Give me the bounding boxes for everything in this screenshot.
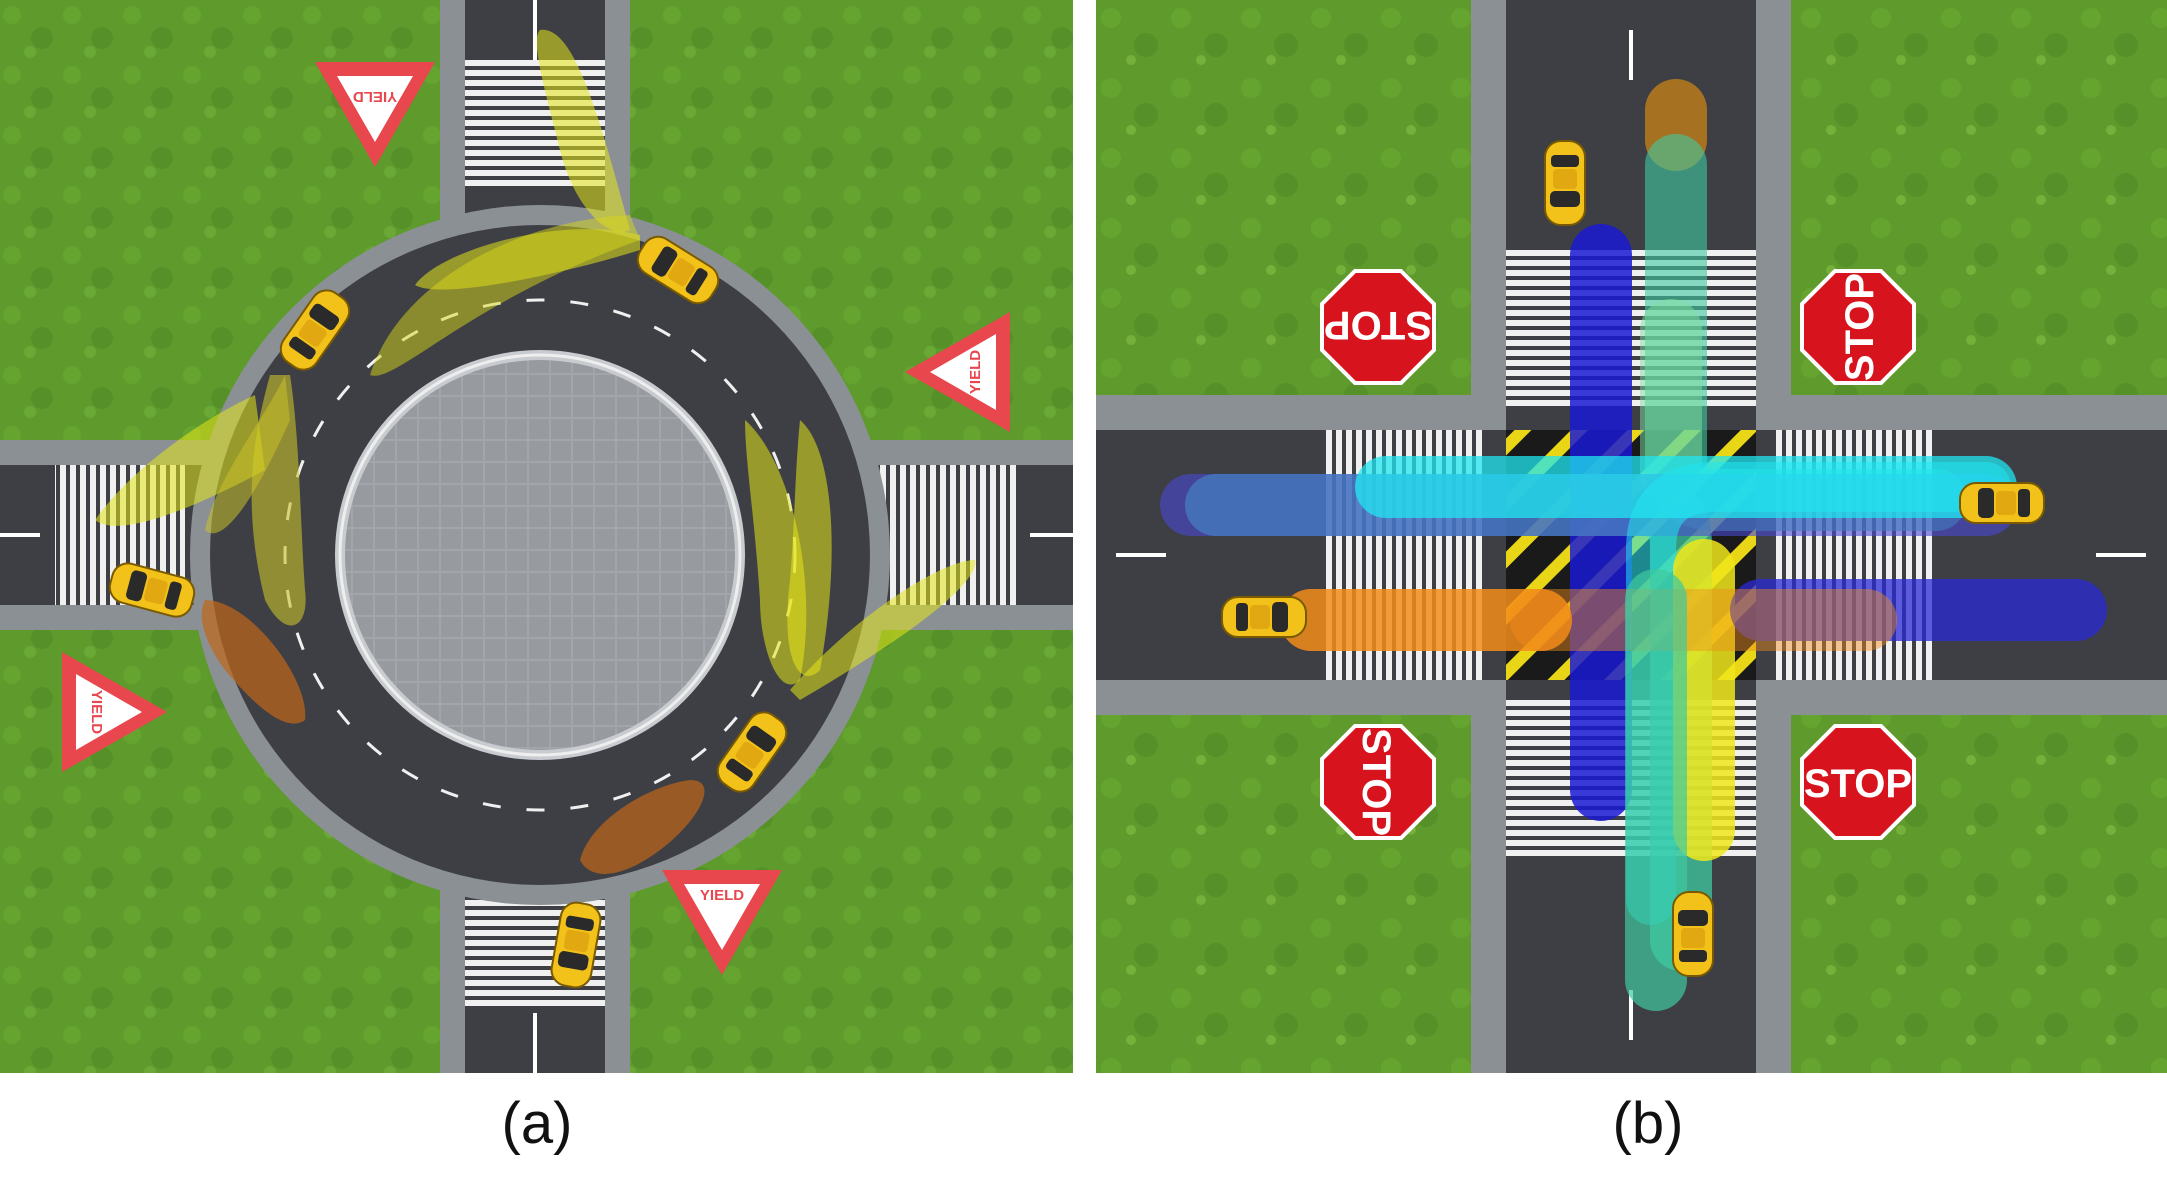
car-north [1544, 140, 1586, 226]
yield-sign-top-label: YIELD [353, 88, 397, 105]
stop-sign-top-right: STOP [1800, 269, 1916, 385]
intersection-scene: STOP STOP STOP STOP [1096, 0, 2167, 1073]
yield-sign-right: YIELD [905, 312, 1010, 432]
trajectory-predictions [95, 29, 976, 874]
yield-sign-bottom: YIELD [662, 870, 782, 975]
stop-sign-bottom-right-label: STOP [1804, 762, 1912, 806]
yield-sign-right-label: YIELD [967, 350, 984, 394]
yield-sign-left: YIELD [62, 652, 167, 772]
car-east [1959, 482, 2045, 524]
roundabout-panel: YIELD YIELD YIELD YIELD [0, 0, 1073, 1073]
stop-sign-top-left-label: STOP [1324, 303, 1432, 347]
car-south [1672, 891, 1714, 977]
roundabout-scene: YIELD YIELD YIELD YIELD [0, 0, 1073, 1073]
yield-sign-left-label: YIELD [88, 690, 105, 734]
stop-sign-top-left: STOP [1320, 269, 1436, 385]
trajectory-predictions [1160, 79, 2107, 1011]
stop-sign-bottom-left-label: STOP [1354, 728, 1398, 836]
roundabout-ring [190, 205, 890, 905]
stop-sign-bottom-right: STOP [1800, 724, 1916, 840]
car-west [1221, 596, 1307, 638]
yield-sign-bottom-label: YIELD [700, 887, 744, 904]
caption-b: (b) [1612, 1091, 1684, 1156]
yield-sign-top: YIELD [315, 62, 435, 167]
stop-sign-top-right-label: STOP [1838, 273, 1882, 381]
caption-a: (a) [501, 1091, 573, 1156]
stop-sign-bottom-left: STOP [1320, 724, 1436, 840]
intersection-panel: STOP STOP STOP STOP [1096, 0, 2167, 1073]
